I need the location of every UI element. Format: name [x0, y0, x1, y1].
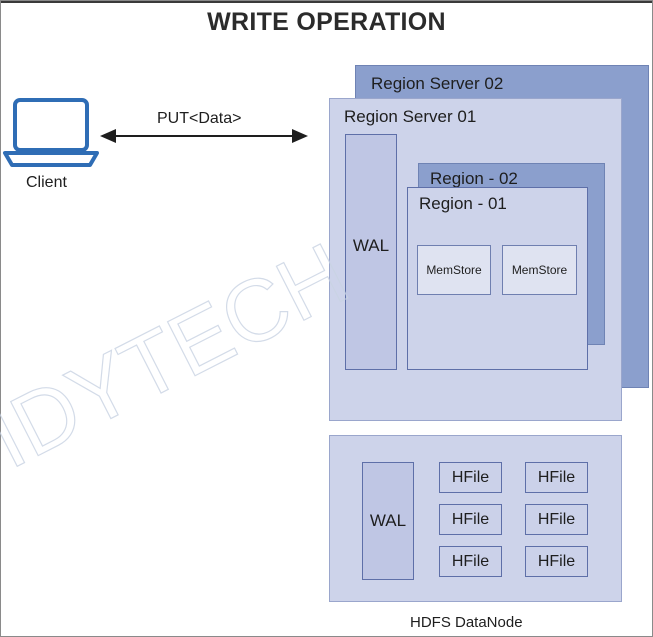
hdfs-wal-label: WAL	[369, 511, 407, 530]
memstore-box: MemStore	[502, 245, 577, 295]
region-server-01-label: Region Server 01	[344, 107, 477, 126]
client-label: Client	[26, 174, 67, 191]
hfile-box: HFile	[439, 546, 502, 577]
double-arrow	[100, 129, 308, 143]
top-border	[0, 0, 653, 3]
wal-label: WAL	[352, 236, 390, 255]
region-01-label: Region - 01	[419, 194, 507, 213]
memstore-box: MemStore	[417, 245, 491, 295]
memstore-label: MemStore	[426, 263, 482, 277]
wal-box: WAL	[345, 134, 397, 370]
diagram-title: WRITE OPERATION	[207, 8, 446, 36]
hfile-label: HFile	[537, 510, 576, 528]
laptop-icon	[3, 98, 99, 167]
hfile-label: HFile	[537, 468, 576, 486]
hfile-label: HFile	[451, 552, 490, 570]
hfile-box: HFile	[525, 462, 588, 493]
hfile-label: HFile	[537, 552, 576, 570]
hfile-box: HFile	[525, 546, 588, 577]
region-server-02-label: Region Server 02	[371, 74, 504, 93]
hfile-box: HFile	[439, 504, 502, 535]
put-data-label: PUT<Data>	[157, 110, 242, 127]
hfile-label: HFile	[451, 468, 490, 486]
hdfs-datanode-label: HDFS DataNode	[410, 614, 523, 631]
hfile-box: HFile	[439, 462, 502, 493]
hfile-label: HFile	[451, 510, 490, 528]
region-02-label: Region - 02	[430, 169, 518, 188]
hdfs-wal-box: WAL	[362, 462, 414, 580]
hfile-box: HFile	[525, 504, 588, 535]
memstore-label: MemStore	[511, 263, 568, 277]
